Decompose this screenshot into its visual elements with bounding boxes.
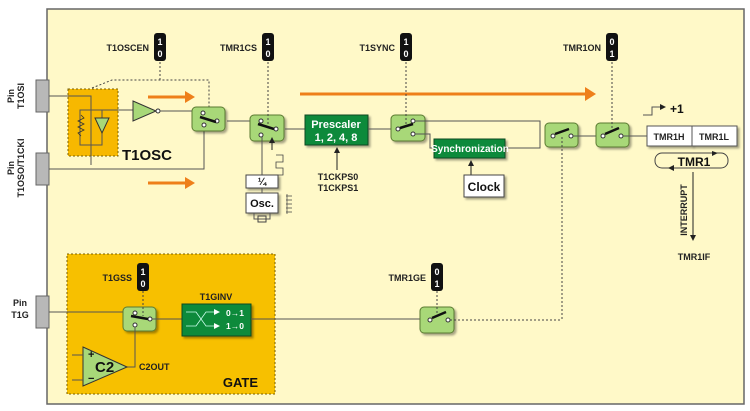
crystal-icon: [257, 215, 267, 223]
tmr1h-label: TMR1H: [654, 132, 685, 142]
svg-text:1: 1: [434, 279, 439, 289]
tmr1-label: TMR1: [678, 155, 711, 169]
rising-edge-icon: [660, 104, 666, 110]
pin-t1g-pad: [35, 295, 50, 329]
clock-label: Clock: [468, 180, 501, 194]
svg-text:0: 0: [609, 37, 614, 47]
t1gss-label: T1GSS: [102, 273, 132, 283]
svg-text:1: 1: [140, 267, 145, 277]
prescaler-label: Prescaler: [311, 119, 361, 131]
comparator-plus: +: [88, 349, 94, 361]
arrow-icon: [585, 87, 596, 101]
c2out-label: C2OUT: [139, 362, 170, 372]
clock-block: [463, 174, 505, 198]
bit-badge-t1gss[interactable]: 1 0: [137, 263, 149, 291]
arrow-icon: [185, 177, 195, 189]
pulse-train-icon: [286, 194, 292, 214]
prescaler-values: 1, 2, 4, 8: [315, 132, 358, 144]
t1oscen-label: T1OSCEN: [106, 43, 149, 53]
synchronization-block: [433, 138, 506, 159]
svg-text:1: 1: [157, 37, 162, 47]
pin-t1osi-line1: Pin: [6, 89, 16, 103]
tmr1if-label: TMR1IF: [678, 252, 711, 262]
svg-text:0: 0: [434, 267, 439, 277]
tmr1cs-label: TMR1CS: [220, 43, 257, 53]
pin-t1g-line1: Pin: [13, 298, 27, 308]
pin-t1osi-pad: [35, 79, 50, 113]
resistor-icon: [77, 114, 85, 137]
clock-wave-icon: [275, 154, 284, 176]
t1ginv-line1: 0→1: [226, 308, 244, 318]
svg-text:0: 0: [157, 49, 162, 59]
osc-label: Osc.: [250, 198, 274, 210]
buffer-amp-icon: [132, 100, 158, 122]
gate-label: GATE: [223, 375, 258, 390]
interrupt-label: INTERRUPT: [679, 184, 689, 236]
comparator-c2-icon: [82, 346, 129, 387]
t1osc-label: T1OSC: [122, 147, 172, 164]
prescaler-bit-0: T1CKPS0: [318, 172, 359, 182]
svg-text:0: 0: [265, 49, 270, 59]
svg-text:1: 1: [609, 49, 614, 59]
bit-badge-t1oscen[interactable]: 1 0: [154, 33, 166, 61]
bit-badge-tmr1ge[interactable]: 0 1: [431, 263, 443, 291]
tmr1-loop: [654, 152, 729, 169]
prescaler-bit-1: T1CKPS1: [318, 183, 359, 193]
comparator-label: C2: [95, 359, 114, 376]
t1ginv-line2: 1→0: [226, 321, 244, 331]
arrow-icon: [185, 91, 195, 103]
increment-label: +1: [670, 102, 684, 116]
pin-t1oso-line1: Pin: [6, 161, 16, 175]
pin-t1g-line2: T1G: [11, 310, 29, 320]
prescaler-block: [304, 114, 369, 146]
inverter-icon: [94, 117, 110, 135]
invert-cross-icon: [186, 311, 214, 327]
t1sync-label: T1SYNC: [359, 43, 395, 53]
tmr1ge-label: TMR1GE: [388, 273, 426, 283]
tmr1l-register: [691, 125, 738, 147]
bit-badge-tmr1on[interactable]: 0 1: [606, 33, 618, 61]
tmr1l-label: TMR1L: [699, 132, 729, 142]
svg-text:1: 1: [265, 37, 270, 47]
svg-text:1: 1: [403, 37, 408, 47]
tmr1on-label: TMR1ON: [563, 43, 601, 53]
pin-t1oso-pad: [35, 152, 50, 186]
t1osc-box: [67, 88, 119, 157]
svg-text:0: 0: [140, 279, 145, 289]
t1ginv-label: T1GINV: [200, 292, 233, 302]
bit-badge-t1sync[interactable]: 1 0: [400, 33, 412, 61]
pin-t1oso-line2: T1OSO/T1CKI: [16, 138, 26, 197]
comparator-minus: −: [88, 373, 94, 385]
synchronization-label: Synchronization: [431, 144, 509, 155]
svg-text:0: 0: [403, 49, 408, 59]
divide-by-4-label: ¼: [258, 177, 267, 188]
bit-badge-tmr1cs[interactable]: 1 0: [262, 33, 274, 61]
t1ginv-block: [181, 303, 252, 337]
pin-t1osi-line2: T1OSI: [16, 83, 26, 109]
